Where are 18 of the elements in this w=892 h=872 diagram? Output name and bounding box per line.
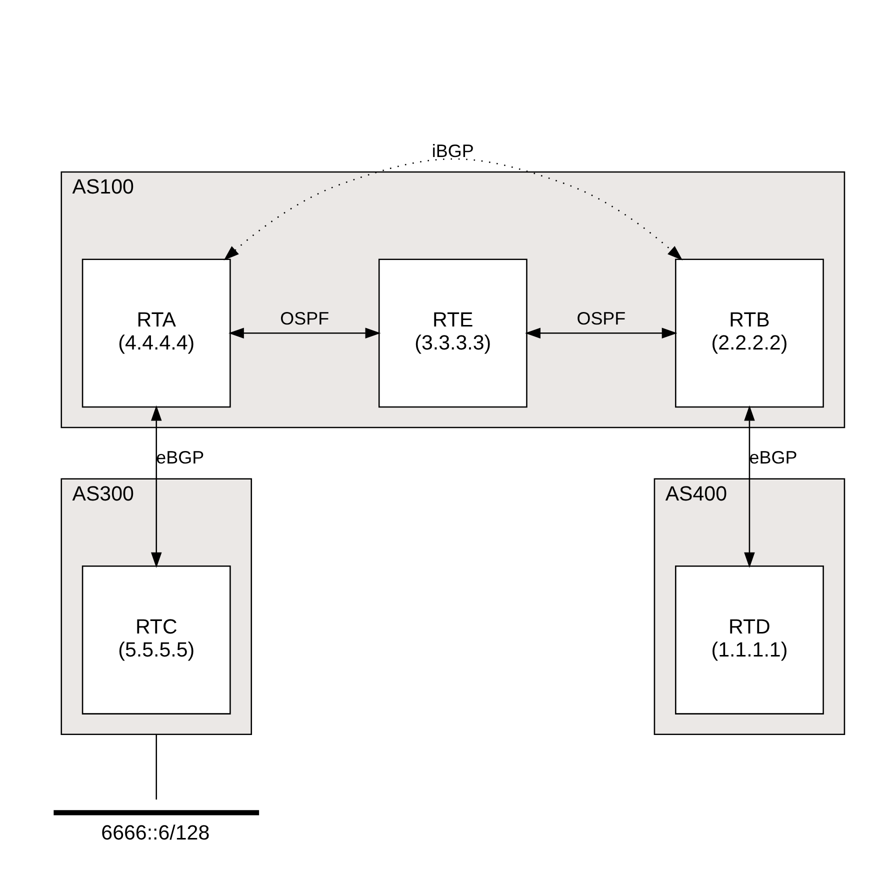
arrow (223, 158, 682, 260)
arrow (228, 327, 380, 338)
edge-label: eBGP (748, 447, 797, 468)
arrow (524, 327, 677, 338)
node-label: 6666::6/128 (100, 820, 210, 844)
edge-label: OSPF (280, 308, 329, 328)
node-box: RTC (5.5.5.5) (81, 565, 230, 714)
arrow (150, 404, 162, 568)
edge-label: iBGP (431, 140, 474, 160)
node-box: RTD (1.1.1.1) (674, 565, 824, 714)
arrow (744, 404, 754, 568)
node-box: RTB (2.2.2.2) (674, 258, 824, 408)
node-box: RTE (3.3.3.3) (378, 258, 527, 408)
node-bar (53, 810, 259, 815)
edge-label: eBGP (156, 447, 204, 468)
connector (155, 734, 156, 800)
node-box: RTA (4.4.4.4) (81, 258, 230, 408)
edge-label: OSPF (576, 308, 626, 328)
